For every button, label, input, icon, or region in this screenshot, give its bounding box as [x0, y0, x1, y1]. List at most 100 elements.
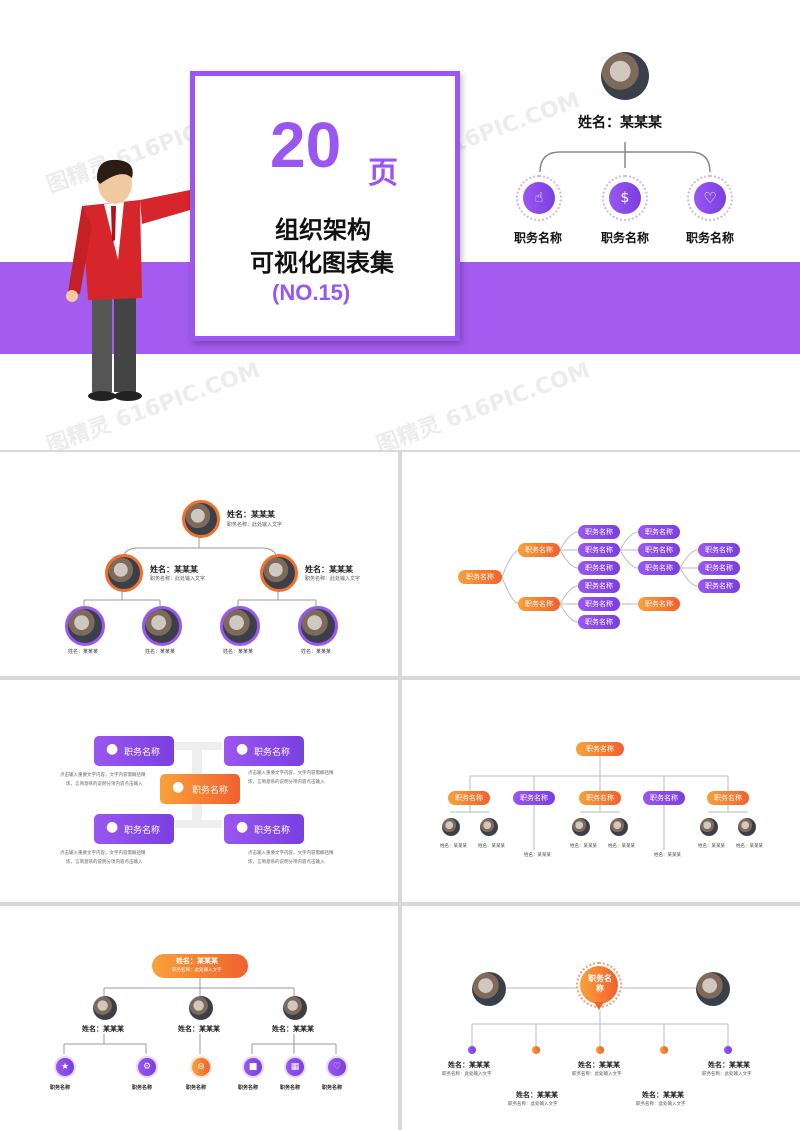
bottom-name-4: 姓名：某某某 — [301, 649, 332, 655]
bottom-name-1: 姓名：某某某 — [68, 649, 99, 655]
role-label: 职务名称 — [238, 1085, 259, 1091]
name-label: 姓名：某某某 — [698, 844, 725, 849]
heart-icon[interactable]: ♡ — [694, 182, 726, 214]
dot — [660, 1046, 668, 1054]
node-role-1[interactable]: 职务名称 — [448, 791, 490, 805]
trophy-icon[interactable]: ★ — [54, 1056, 76, 1078]
name-label: 姓名：某某某 — [478, 844, 505, 849]
avatar — [189, 996, 213, 1020]
entry-sub: 职务名称：此处输入文字 — [702, 1072, 752, 1077]
node-l4-1[interactable]: 职务名称 — [698, 543, 740, 557]
name-label: 姓名：某某某 — [736, 844, 763, 849]
node-l3-2[interactable]: 职务名称 — [638, 543, 680, 557]
top-name: 姓名：某某某 — [176, 957, 218, 965]
desc: 炼，言简意赅的说明分项内容点击输入 — [248, 780, 325, 785]
avatar-mid-1 — [105, 554, 143, 592]
big-number: 20 — [270, 109, 342, 181]
entry-sub: 职务名称：此处输入文字 — [508, 1102, 558, 1107]
entry-sub: 职务名称：此处输入文字 — [572, 1072, 622, 1077]
entry-name: 姓名：某某某 — [642, 1091, 684, 1099]
heart-icon[interactable]: ♡ — [326, 1056, 348, 1078]
box-bottom-left[interactable] — [94, 814, 174, 844]
dot — [468, 1046, 476, 1054]
desc: 点击输入重要文字内容，文字内容需概括精 — [60, 773, 146, 778]
slide-icon-org[interactable]: 姓名：某某某 职务名称：此处输入文字 姓名：某某某 姓名：某某某 姓名：某某某 … — [0, 906, 398, 1130]
avatar — [572, 818, 590, 836]
mid-sub-1: 职务名称：此处输入文字 — [150, 576, 206, 582]
dot — [596, 1046, 604, 1054]
node-l3-1[interactable]: 职务名称 — [638, 525, 680, 539]
box-top-left[interactable] — [94, 736, 174, 766]
node-role-2[interactable]: 职务名称 — [513, 791, 555, 805]
entry-name: 姓名：某某某 — [578, 1061, 620, 1069]
minus-icon[interactable]: ⊖ — [190, 1056, 212, 1078]
slide-box-layout[interactable]: ● 职务名称 ● 职务名称 ● 职务名称 ● 职务名称 ● 职务名称 点击输入重… — [0, 680, 398, 902]
node-l2-6[interactable]: 职务名称 — [578, 615, 620, 629]
money-icon[interactable]: $ — [609, 182, 641, 214]
top-name: 姓名：某某某 — [227, 510, 275, 519]
desc: 炼，言简意赅的说明分项内容点击输入 — [66, 860, 143, 865]
node-l1-a[interactable]: 职务名称 — [518, 543, 560, 557]
gear-icon[interactable]: ⚙ — [136, 1056, 158, 1078]
role-ring-2 — [602, 175, 648, 221]
name-label: 姓名：某某某 — [82, 1025, 124, 1033]
mid-sub-2: 职务名称：此处输入文字 — [305, 576, 361, 582]
desc: 点击输入重要文字内容，文字内容需概括精 — [60, 851, 146, 856]
role-label: 职务名称 — [186, 1085, 207, 1091]
node-l4-3[interactable]: 职务名称 — [698, 579, 740, 593]
pin-center[interactable] — [580, 966, 618, 1004]
node-role-3[interactable]: 职务名称 — [579, 791, 621, 805]
lock-icon[interactable]: ☝ — [523, 182, 555, 214]
chart-icon[interactable]: ▦ — [284, 1056, 306, 1078]
name-label: 姓名：某某某 — [608, 844, 635, 849]
node-l2-2[interactable]: 职务名称 — [578, 543, 620, 557]
top-banner[interactable] — [152, 954, 248, 978]
avatar-top — [182, 500, 220, 538]
slide6-connectors — [63, 978, 337, 1054]
slide-horizontal-tree[interactable]: 职务名称 职务名称 职务名称 职务名称 职务名称 职务名称 姓名：某某某 姓名：… — [402, 680, 800, 902]
user-icon: ● — [106, 819, 119, 835]
node-l2-4[interactable]: 职务名称 — [578, 579, 620, 593]
node-l2-5[interactable]: 职务名称 — [578, 597, 620, 611]
slide-pin-org[interactable]: 职务名称 姓名：某某某 职务名称：此处输入文字 姓名：某某某 职务名称：此处输入… — [402, 906, 800, 1130]
user-icon: ● — [172, 779, 185, 795]
cover-connectors — [539, 142, 711, 173]
avatar — [480, 818, 498, 836]
box-label: 职务名称 — [124, 826, 161, 836]
slide-pill-tree[interactable]: 职务名称 职务名称 职务名称 职务名称 职务名称 职务名称 职务名称 职务名称 … — [402, 452, 800, 676]
dot — [532, 1046, 540, 1054]
avatar-bottom-4 — [298, 606, 338, 646]
pin-tail — [594, 1002, 604, 1010]
title-line1: 组织架构 — [275, 216, 371, 244]
node-l1-b[interactable]: 职务名称 — [518, 597, 560, 611]
desc: 点击输入重要文字内容，文字内容需概括精 — [248, 771, 334, 776]
box-bottom-right[interactable] — [224, 814, 304, 844]
person-name: 姓名：某某某 — [578, 115, 662, 131]
name-label: 姓名：某某某 — [570, 844, 597, 849]
title-line3: (NO.15) — [272, 280, 351, 305]
node-l2-1[interactable]: 职务名称 — [578, 525, 620, 539]
avatar — [700, 818, 718, 836]
node-l2-3[interactable]: 职务名称 — [578, 561, 620, 575]
node-l3-3[interactable]: 职务名称 — [638, 561, 680, 575]
avatar — [601, 52, 649, 100]
box-top-right[interactable] — [224, 736, 304, 766]
entry-sub: 职务名称：此处输入文字 — [442, 1072, 492, 1077]
node-role-4[interactable]: 职务名称 — [643, 791, 685, 805]
entry-name: 姓名：某某某 — [516, 1091, 558, 1099]
center-label: 职务名称 — [588, 974, 612, 993]
box-center[interactable] — [160, 774, 240, 804]
node-role-5[interactable]: 职务名称 — [707, 791, 749, 805]
node-root[interactable]: 职务名称 — [576, 742, 624, 756]
role-label: 职务名称 — [132, 1085, 153, 1091]
node-root[interactable]: 职务名称 — [458, 570, 502, 584]
role-label: 职务名称 — [50, 1085, 71, 1091]
lock-icon[interactable]: ■ — [242, 1056, 264, 1078]
node-l4-2[interactable]: 职务名称 — [698, 561, 740, 575]
cover-slide[interactable]: 图精灵 616PIC.COM 图精灵 616PIC.COM 图精灵 616PIC… — [0, 0, 800, 450]
slide-circle-tree[interactable]: 姓名：某某某 职务名称：此处输入文字 姓名：某某某 职务名称：此处输入文字 姓名… — [0, 452, 398, 676]
box-label: 职务名称 — [254, 748, 291, 758]
avatar — [610, 818, 628, 836]
node-l3-4[interactable]: 职务名称 — [638, 597, 680, 611]
connector-bar-h2 — [172, 820, 222, 828]
